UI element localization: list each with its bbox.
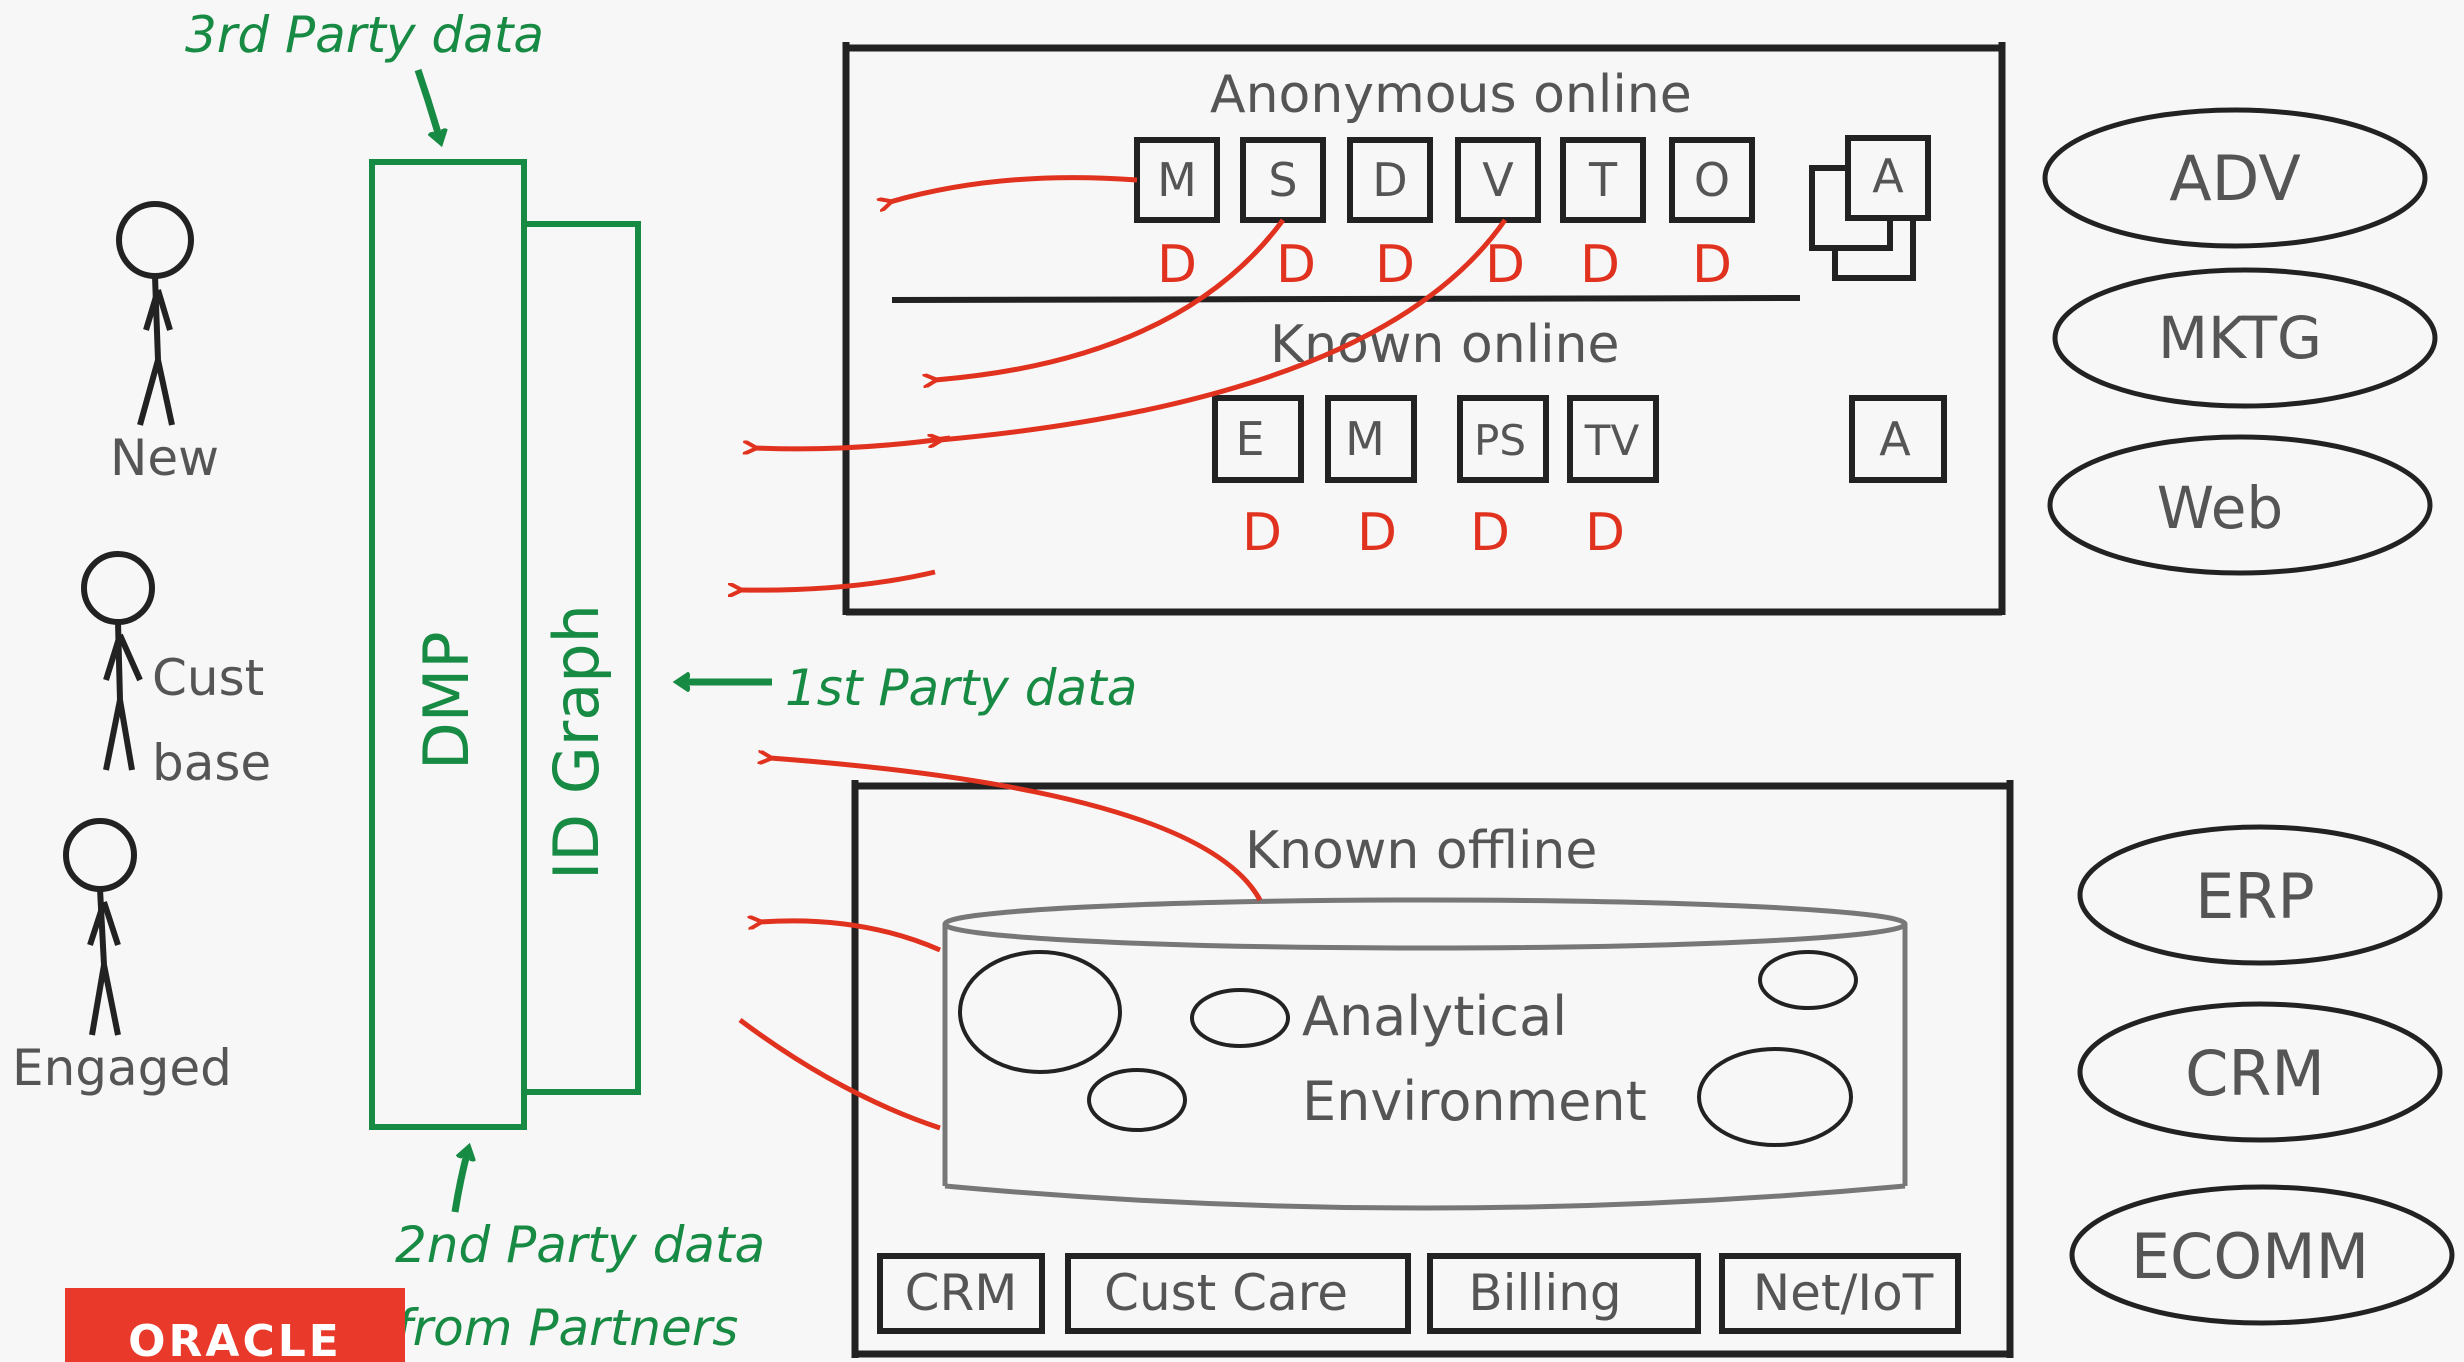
known-online-title: Known online	[1270, 315, 1620, 375]
offline-panel	[851, 780, 2014, 1358]
known-channels: E D M D PS D TV D	[1212, 395, 1659, 563]
dmp-label: DMP	[410, 631, 483, 770]
data-marker: D	[1580, 235, 1620, 295]
data-marker: D	[1157, 235, 1197, 295]
person-new-label: New	[110, 429, 219, 487]
svg-text:PS: PS	[1474, 416, 1526, 465]
env-label-line2: Environment	[1302, 1070, 1647, 1133]
third-party-arrow	[414, 68, 440, 140]
person-cust-label: Cust	[152, 649, 264, 707]
svg-text:D: D	[1372, 153, 1407, 207]
data-marker: D	[1242, 503, 1282, 563]
anon-channel-box: T D	[1560, 137, 1646, 295]
offline-data-arrows	[738, 758, 1263, 1131]
online-panel	[842, 42, 2006, 616]
anon-channel-box: M D	[1134, 137, 1220, 295]
person-new-icon	[116, 201, 194, 426]
anon-channel-box: V D	[1455, 137, 1541, 295]
online-divider	[891, 295, 1801, 303]
svg-text:Web: Web	[2157, 474, 2283, 542]
anonymous-stack-icon	[1809, 135, 1931, 281]
from-partners-label: from Partners	[395, 1299, 738, 1357]
svg-text:T: T	[1588, 153, 1618, 207]
svg-text:ECOMM: ECOMM	[2131, 1220, 2369, 1293]
known-channel-box: M D	[1325, 395, 1417, 563]
svg-text:Net/IoT: Net/IoT	[1753, 1264, 1934, 1322]
system-ellipse: CRM	[2077, 1001, 2443, 1143]
svg-text:S: S	[1268, 153, 1297, 207]
id-graph-label: ID Graph	[540, 604, 613, 880]
person-base-label: base	[152, 734, 271, 792]
system-box: Billing	[1427, 1253, 1701, 1334]
svg-text:O: O	[1694, 153, 1730, 207]
known-extra-box	[1849, 395, 1947, 483]
data-marker: D	[1585, 503, 1625, 563]
anonymous-stack-label: A	[1872, 149, 1904, 203]
env-label-line1: Analytical	[1302, 985, 1567, 1048]
data-store-icons	[958, 950, 1858, 1147]
online-data-arrows	[740, 175, 1508, 591]
system-ellipse: ECOMM	[2069, 1184, 2455, 1326]
svg-text:Cust Care: Cust Care	[1104, 1264, 1348, 1322]
data-marker: D	[1375, 235, 1415, 295]
system-box: CRM	[877, 1253, 1045, 1334]
data-marker: D	[1357, 503, 1397, 563]
data-marker: D	[1276, 235, 1316, 295]
known-channel-box: PS D	[1457, 395, 1549, 563]
svg-text:E: E	[1235, 412, 1264, 466]
svg-text:ADV: ADV	[2169, 142, 2300, 215]
svg-text:M: M	[1157, 153, 1197, 207]
system-ellipse: ERP	[2077, 824, 2443, 966]
svg-text:CRM: CRM	[905, 1264, 1018, 1322]
second-party-label: 2nd Party data	[395, 1216, 765, 1274]
known-channel-box: E D	[1212, 395, 1304, 563]
svg-text:MKTG: MKTG	[2158, 304, 2322, 372]
known-offline-title: Known offline	[1245, 821, 1597, 881]
id-graph-column	[521, 221, 641, 1095]
anon-channel-box: S D	[1240, 137, 1326, 295]
known-extra-label: A	[1879, 412, 1911, 466]
data-marker: D	[1470, 503, 1510, 563]
system-box: Cust Care	[1065, 1253, 1411, 1334]
system-ellipse: MKTG	[2052, 267, 2438, 409]
second-party-arrow	[451, 1150, 468, 1213]
system-ellipse: Web	[2047, 434, 2433, 576]
known-channel-box: TV D	[1567, 395, 1659, 563]
analytical-environment	[942, 897, 1908, 1211]
svg-text:TV: TV	[1584, 416, 1640, 465]
anon-channel-box: O D	[1669, 137, 1755, 295]
svg-text:M: M	[1345, 412, 1385, 466]
oracle-logo: ORACLE	[65, 1288, 405, 1362]
person-custbase-icon	[81, 551, 155, 771]
first-party-label: 1st Party data	[785, 659, 1137, 717]
person-engaged-label: Engaged	[12, 1039, 232, 1097]
svg-text:V: V	[1482, 153, 1514, 207]
svg-text:Billing: Billing	[1468, 1264, 1621, 1322]
svg-text:CRM: CRM	[2185, 1037, 2325, 1110]
system-box: Net/IoT	[1719, 1253, 1961, 1334]
svg-text:ERP: ERP	[2195, 860, 2315, 933]
third-party-label: 3rd Party data	[185, 6, 544, 64]
data-marker: D	[1692, 235, 1732, 295]
svg-text:ORACLE: ORACLE	[128, 1316, 342, 1362]
right-systems: ADV MKTG Web ERP CRM ECOMM	[2042, 107, 2455, 1326]
data-marker: D	[1485, 235, 1525, 295]
person-engaged-icon	[63, 818, 137, 1036]
anonymous-online-title: Anonymous online	[1210, 65, 1692, 125]
offline-systems: CRM Cust Care Billing Net/IoT	[877, 1253, 1961, 1334]
system-ellipse: ADV	[2042, 107, 2428, 249]
anonymous-channels: M D S D D D V D T D O D	[1134, 137, 1755, 295]
anon-channel-box: D D	[1347, 137, 1433, 295]
